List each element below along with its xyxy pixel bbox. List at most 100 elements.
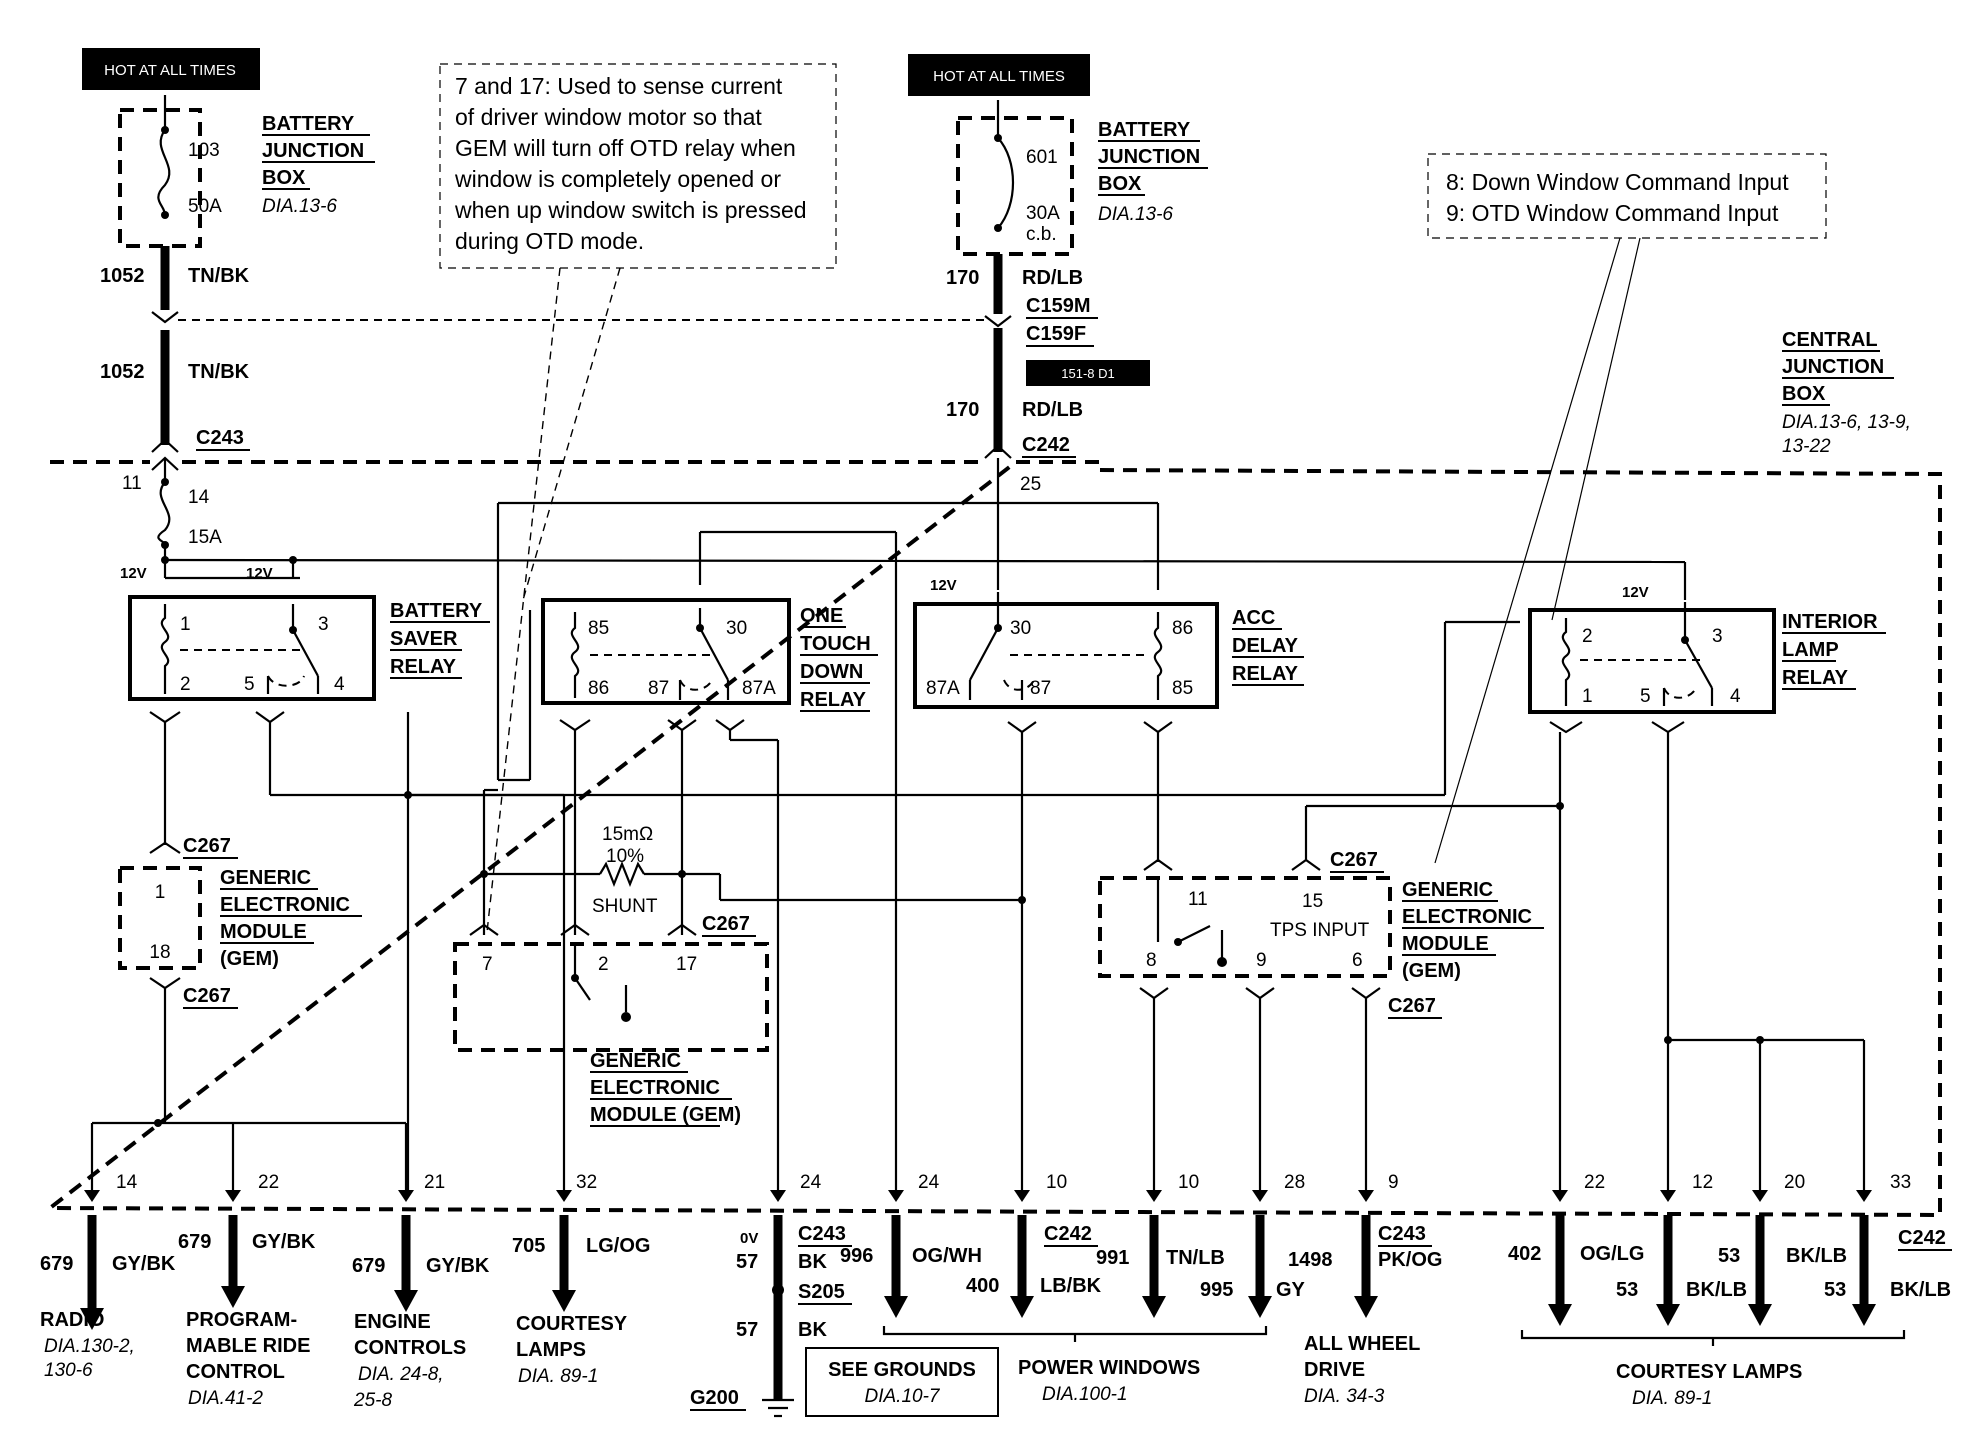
pin-11-label: 11: [122, 473, 142, 494]
edge-arrow-2: [225, 1190, 241, 1202]
il-pin-1: 1: [1582, 686, 1593, 707]
wire-991-num: 991: [1096, 1247, 1129, 1269]
shunt-resistor: [599, 861, 645, 887]
dest-power-windows: POWER WINDOWS: [1018, 1357, 1200, 1379]
acc-pin-85: 85: [1172, 678, 1193, 699]
see-grounds-box: [805, 1347, 999, 1417]
shunt-value-1: 15mΩ: [602, 824, 653, 845]
bottom-pin-24a: 24: [800, 1172, 822, 1193]
il-title-3: RELAY: [1782, 667, 1849, 689]
wire-402-color: OG/LG: [1580, 1243, 1644, 1265]
note1-line3: GEM will turn off OTD relay when: [455, 135, 796, 161]
gem-right-pin-6: 6: [1352, 950, 1363, 971]
dest-courtesy1-1: COURTESY: [516, 1313, 628, 1335]
dest-engine-1: ENGINE: [354, 1311, 431, 1333]
bottom-pin-12: 12: [1692, 1172, 1713, 1193]
fuse-103-symbol: [157, 129, 171, 216]
bjb-mid-dia: DIA.13-6: [1098, 204, 1173, 225]
c242-top-mark: [984, 444, 1012, 459]
acc-delay-relay: [913, 602, 1219, 709]
wire-1052-color-b: TN/BK: [188, 361, 250, 383]
gem-left-top-conn: [149, 841, 181, 854]
il-pin-2: 2: [1582, 626, 1593, 647]
c243-bottom-label: C243: [798, 1223, 846, 1245]
gem-right-pin15-conn: [1291, 858, 1321, 871]
wire-57-num-a: 57: [736, 1251, 758, 1273]
cb-601-bottom-dot: [994, 224, 1002, 232]
bottom-pin-9: 9: [1388, 1172, 1399, 1193]
gem-mid-pin2-conn: [560, 923, 590, 936]
hot-tag-mid-text: HOT AT ALL TIMES: [933, 68, 1065, 85]
gem-mid-pin-2: 2: [598, 954, 609, 975]
voltage-12v-3: 12V: [930, 577, 957, 594]
bjb-left-title-1: BATTERY: [262, 113, 355, 135]
gem-right-pin6-conn: [1351, 987, 1381, 1000]
shunt-label: SHUNT: [592, 896, 658, 917]
wire-705-num: 705: [512, 1235, 545, 1257]
hot-at-all-times-tag-left: [82, 48, 260, 90]
il-pin1-conn: [1549, 721, 1583, 734]
il-pin-5: 5: [1640, 686, 1651, 707]
wire-53-color-c: BK/LB: [1890, 1279, 1951, 1301]
wire-705-color: LG/OG: [586, 1235, 650, 1257]
gem-right-title-4: (GEM): [1402, 960, 1461, 982]
bottom-pin-22: 22: [258, 1172, 279, 1193]
bsr-switch-pivot: [289, 626, 297, 634]
dest-see-grounds-dia: DIA.10-7: [865, 1386, 941, 1407]
dest-engine-2: CONTROLS: [354, 1337, 466, 1359]
bsr-title-2: SAVER: [390, 628, 458, 650]
note1-line2: of driver window motor so that: [455, 104, 762, 130]
note2-line2: 9: OTD Window Command Input: [1446, 200, 1779, 226]
il-402-junction: [1556, 802, 1564, 810]
gem-left-module: [118, 866, 202, 970]
c267-label-a: C267: [183, 835, 231, 857]
edge-arrow-8: [1146, 1190, 1162, 1202]
wire-53-color-a: BK/LB: [1686, 1279, 1747, 1301]
wire-400-color: LB/BK: [1040, 1275, 1102, 1297]
bottom-pin-33: 33: [1890, 1172, 1911, 1193]
central-junction-box-outline: [44, 460, 1942, 1218]
il-nc-contact: [1663, 687, 1697, 699]
fuse-14-label: 14: [188, 487, 210, 508]
wire-53-num-a: 53: [1616, 1279, 1638, 1301]
il-pin4-conn: [1651, 721, 1685, 734]
cb-601-label: 601: [1026, 147, 1058, 168]
gem-right-title-2: ELECTRONIC: [1402, 906, 1532, 928]
output-wires: [80, 1215, 1876, 1400]
dest-engine-dia-2: 25-8: [353, 1390, 392, 1411]
edge-arrow-1: [84, 1190, 100, 1202]
out-arrow-402: [1548, 1304, 1572, 1326]
otd-switch-blade: [699, 627, 729, 681]
wire-679-color-b: GY/BK: [252, 1231, 316, 1253]
cjb-title-1: CENTRAL: [1782, 329, 1878, 351]
gem-mid-title-1: GENERIC: [590, 1050, 681, 1072]
fuse-14-symbol: [157, 481, 171, 546]
otd-title-1: ONE: [800, 605, 843, 627]
wire-1498-color: PK/OG: [1378, 1249, 1442, 1271]
wire-53-num-c: 53: [1824, 1279, 1846, 1301]
otd-title-3: DOWN: [800, 661, 863, 683]
cb-601-rating-1: 30A: [1026, 203, 1060, 224]
12v-bus-battery-fused: [164, 558, 1686, 564]
dest-radio-dia-1: DIA.130-2,: [44, 1336, 135, 1357]
gem-right-pin11-conn: [1143, 858, 1173, 871]
dest-awd-2: DRIVE: [1304, 1359, 1365, 1381]
bsr-pin-2: 2: [180, 674, 191, 695]
wire-170-num-a: 170: [946, 267, 979, 289]
bjb-left-title-2: JUNCTION: [262, 140, 364, 162]
otd-87-contact: [679, 679, 713, 691]
cb-601-rating-2: c.b.: [1026, 224, 1057, 245]
acc-coil: [1153, 612, 1163, 700]
bsr-nc-contact: [267, 675, 305, 687]
c243-top-mark: [151, 438, 179, 453]
wire-991-color: TN/LB: [1166, 1247, 1225, 1269]
gem-mid-pin7-conn: [469, 923, 499, 936]
gem-mid-pin-7: 7: [482, 954, 493, 975]
il-switch-blade: [1684, 639, 1713, 689]
wire-53-color-b: BK/LB: [1786, 1245, 1847, 1267]
wire-995-num: 995: [1200, 1279, 1233, 1301]
bjb-mid-title-2: JUNCTION: [1098, 146, 1200, 168]
fuse-103-label: 103: [188, 140, 220, 161]
edge-arrow-9: [1252, 1190, 1268, 1202]
